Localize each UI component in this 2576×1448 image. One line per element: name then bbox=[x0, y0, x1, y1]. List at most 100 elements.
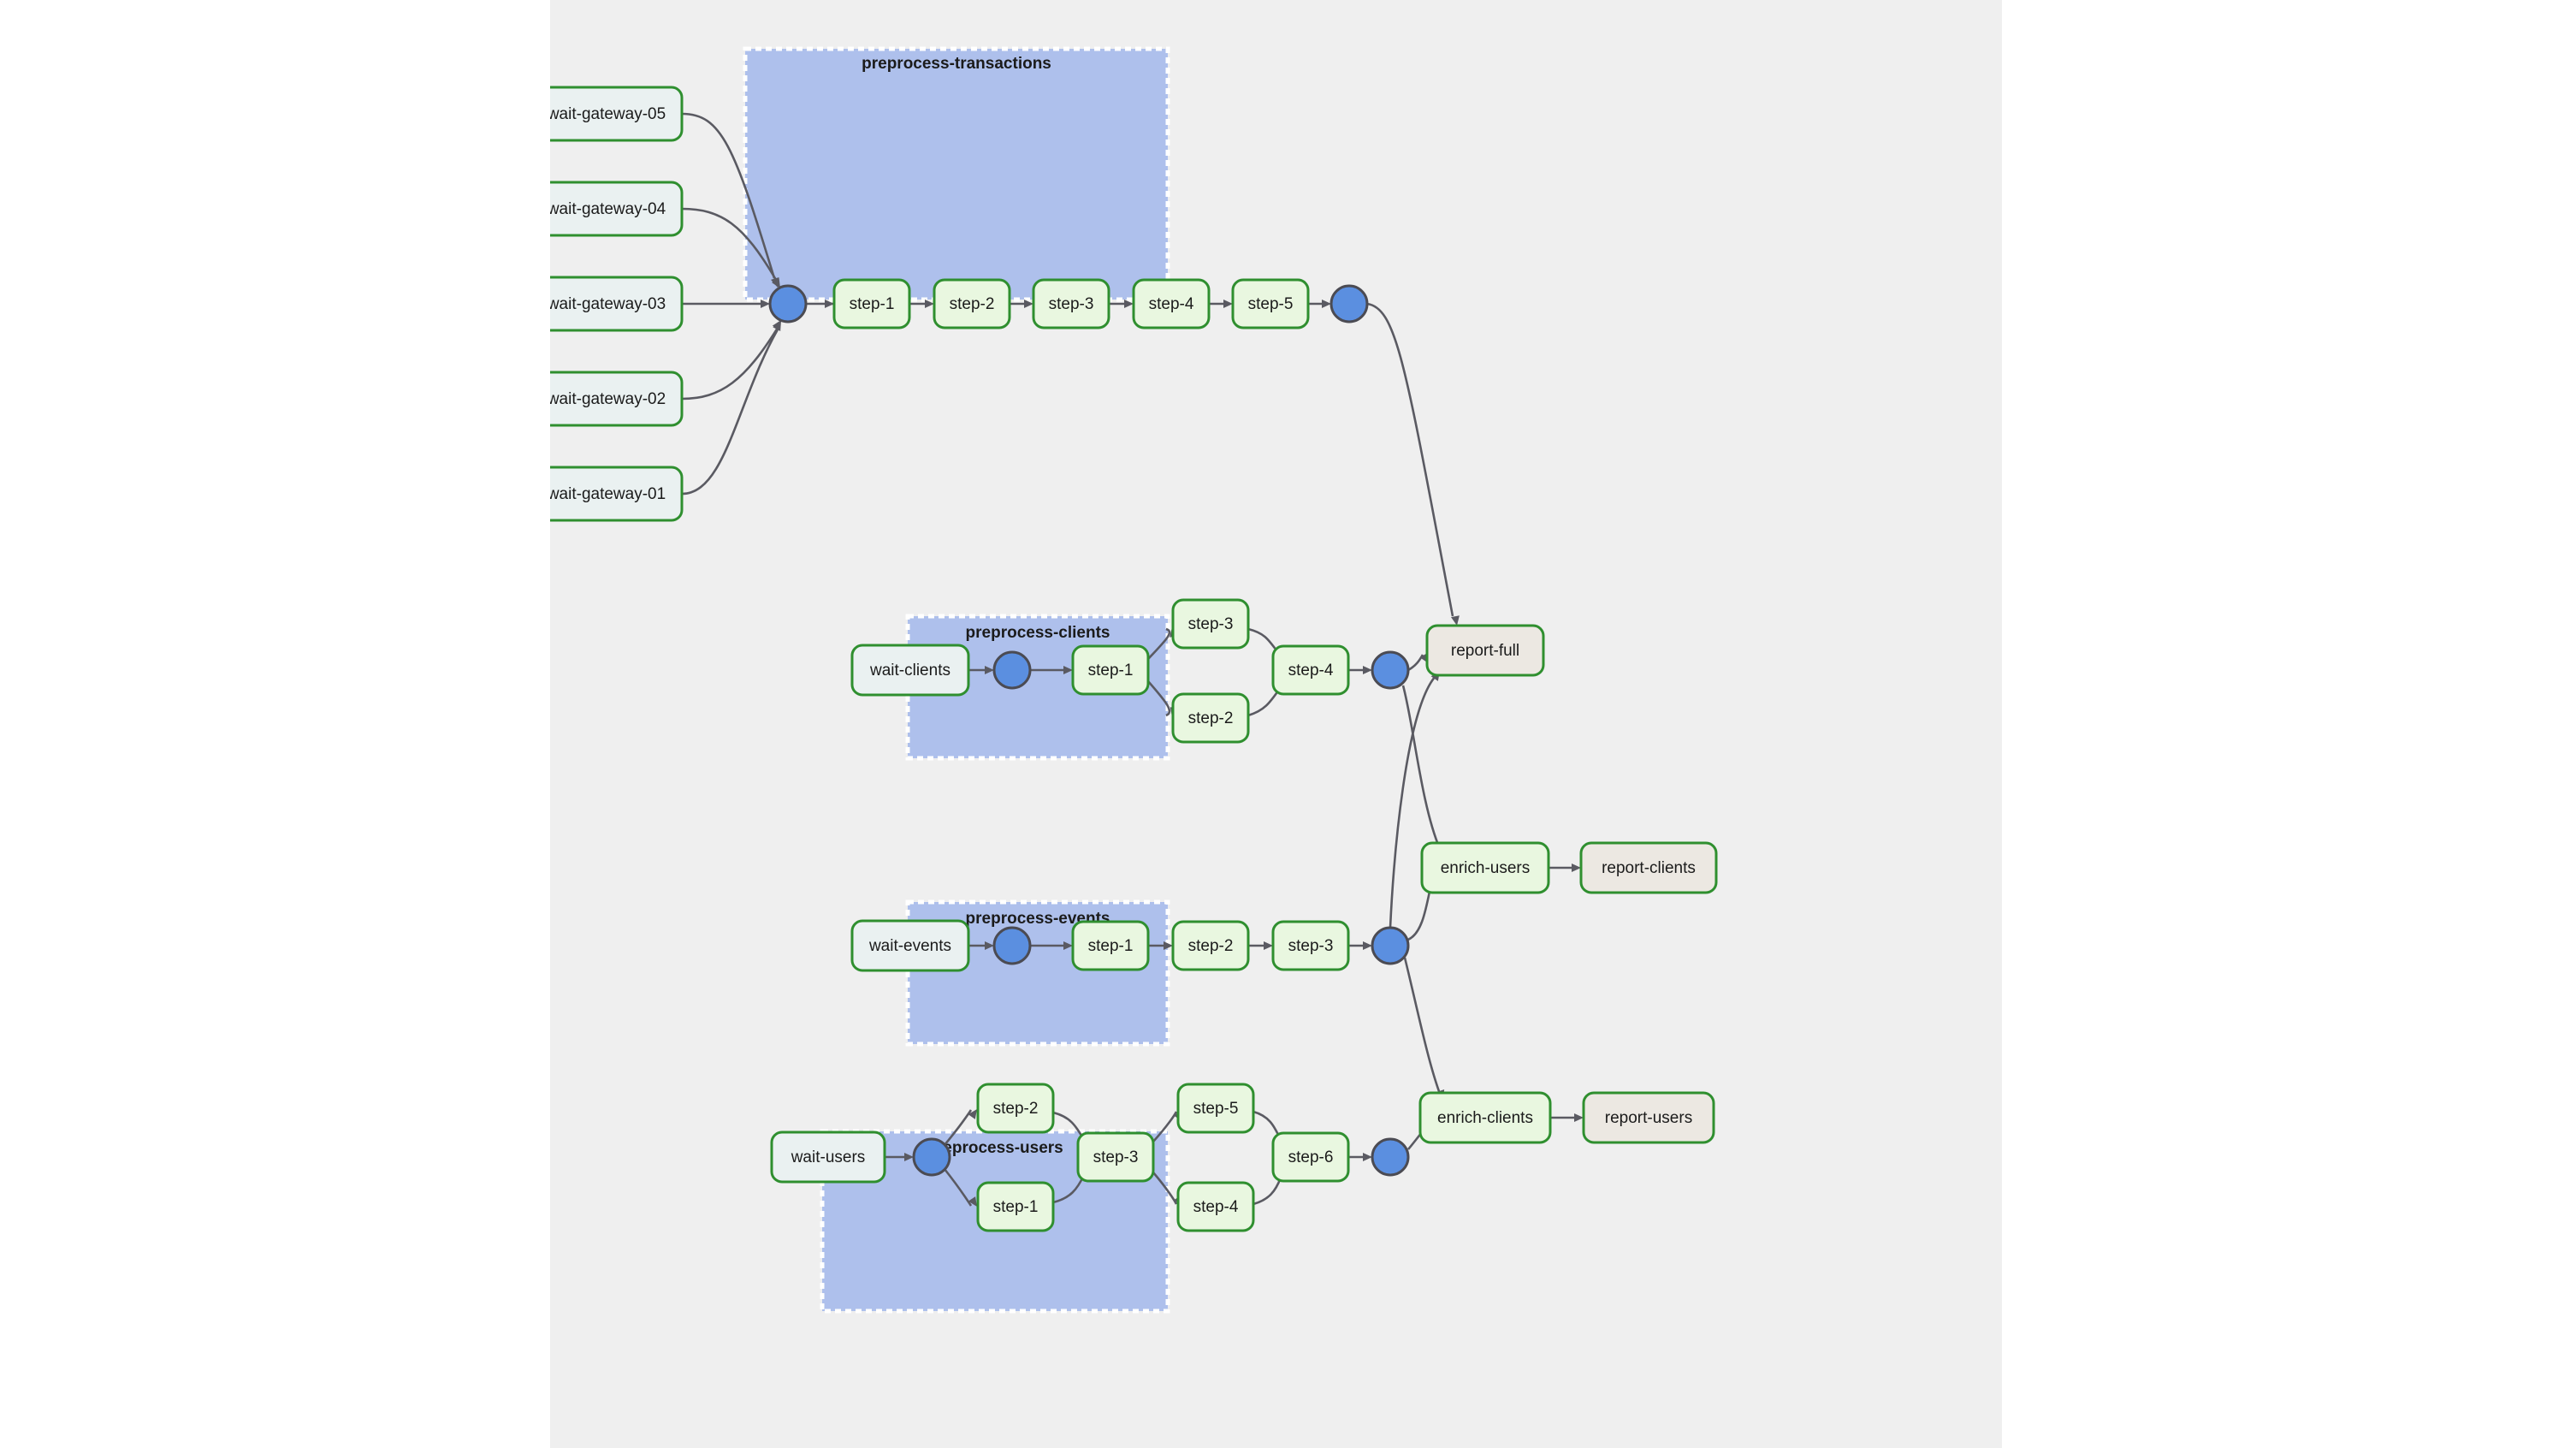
node-box[interactable] bbox=[1071, 644, 1150, 696]
node-label: step-2 bbox=[950, 295, 995, 313]
junction-circle[interactable] bbox=[992, 650, 1032, 690]
node-label: step-4 bbox=[1149, 295, 1194, 313]
node-wait-clients[interactable]: wait-clients bbox=[850, 644, 970, 697]
edge bbox=[885, 1153, 914, 1161]
node-us-out[interactable] bbox=[1371, 1137, 1410, 1177]
node-box[interactable] bbox=[1071, 920, 1150, 971]
node-cl-step-1[interactable]: step-1 bbox=[1071, 644, 1150, 696]
node-tx-join[interactable] bbox=[768, 284, 808, 323]
edge bbox=[1308, 300, 1331, 308]
node-report-users[interactable]: report-users bbox=[1582, 1091, 1715, 1144]
node-box[interactable] bbox=[933, 278, 1011, 329]
edge-line bbox=[1403, 957, 1442, 1095]
node-box[interactable] bbox=[1176, 1083, 1255, 1134]
node-cl-join[interactable] bbox=[992, 650, 1032, 690]
node-box[interactable] bbox=[1176, 1181, 1255, 1232]
node-box[interactable] bbox=[1582, 1091, 1715, 1144]
node-box[interactable] bbox=[1032, 278, 1110, 329]
node-box[interactable] bbox=[1171, 598, 1250, 650]
node-enrich-users[interactable]: enrich-users bbox=[1420, 841, 1550, 894]
node-box[interactable] bbox=[850, 919, 970, 972]
node-box[interactable] bbox=[550, 86, 684, 142]
node-report-full[interactable]: report-full bbox=[1425, 624, 1545, 677]
junction-circle[interactable] bbox=[1371, 926, 1410, 965]
node-tx-step-4[interactable]: step-4 bbox=[1132, 278, 1211, 329]
edge-line bbox=[681, 329, 779, 496]
edge-arrowhead bbox=[904, 1153, 914, 1161]
node-box[interactable] bbox=[1271, 1131, 1350, 1183]
junction-circle[interactable] bbox=[1329, 284, 1369, 323]
junction-circle[interactable] bbox=[912, 1137, 951, 1177]
node-label: step-5 bbox=[1248, 295, 1294, 313]
edge bbox=[1549, 863, 1581, 872]
node-box[interactable] bbox=[976, 1181, 1055, 1232]
node-us-join[interactable] bbox=[912, 1137, 951, 1177]
edge-line bbox=[943, 1109, 973, 1146]
node-cl-step-3[interactable]: step-3 bbox=[1171, 598, 1250, 650]
node-us-step-1[interactable]: step-1 bbox=[976, 1181, 1055, 1232]
junction-circle[interactable] bbox=[768, 284, 808, 323]
node-box[interactable] bbox=[1418, 1091, 1552, 1144]
node-box[interactable] bbox=[976, 1083, 1055, 1134]
node-box[interactable] bbox=[1271, 644, 1350, 696]
node-box[interactable] bbox=[550, 466, 684, 522]
edge-arrowhead bbox=[1363, 1153, 1372, 1161]
node-us-step-6[interactable]: step-6 bbox=[1271, 1131, 1350, 1183]
node-enrich-clients[interactable]: enrich-clients bbox=[1418, 1091, 1552, 1144]
node-cl-step-4[interactable]: step-4 bbox=[1271, 644, 1350, 696]
node-wait-gateway-03[interactable]: wait-gateway-03 bbox=[550, 276, 684, 332]
node-tx-step-3[interactable]: step-3 bbox=[1032, 278, 1110, 329]
node-ev-step-3[interactable]: step-3 bbox=[1271, 920, 1350, 971]
edge-line bbox=[1401, 685, 1442, 850]
node-box[interactable] bbox=[1171, 692, 1250, 744]
node-tx-out[interactable] bbox=[1329, 284, 1369, 323]
node-box[interactable] bbox=[1171, 920, 1250, 971]
junction-circle[interactable] bbox=[1371, 650, 1410, 690]
node-ev-step-2[interactable]: step-2 bbox=[1171, 920, 1250, 971]
node-wait-gateway-02[interactable]: wait-gateway-02 bbox=[550, 371, 684, 427]
node-tx-step-2[interactable]: step-2 bbox=[933, 278, 1011, 329]
node-box[interactable] bbox=[1132, 278, 1211, 329]
edge-arrowhead bbox=[985, 666, 994, 674]
node-tx-step-5[interactable]: step-5 bbox=[1231, 278, 1310, 329]
edge bbox=[1348, 941, 1372, 950]
node-wait-gateway-04[interactable]: wait-gateway-04 bbox=[550, 181, 684, 237]
node-box[interactable] bbox=[550, 276, 684, 332]
node-box[interactable] bbox=[1420, 841, 1550, 894]
edge bbox=[943, 1109, 977, 1146]
node-box[interactable] bbox=[850, 644, 970, 697]
node-box[interactable] bbox=[832, 278, 911, 329]
node-tx-step-1[interactable]: step-1 bbox=[832, 278, 911, 329]
junction-circle[interactable] bbox=[992, 926, 1032, 965]
node-ev-join[interactable] bbox=[992, 926, 1032, 965]
node-box[interactable] bbox=[1076, 1131, 1155, 1183]
node-label: step-5 bbox=[1193, 1100, 1239, 1118]
node-box[interactable] bbox=[1425, 624, 1545, 677]
node-wait-users[interactable]: wait-users bbox=[770, 1131, 886, 1184]
edge bbox=[681, 207, 780, 288]
node-box[interactable] bbox=[550, 181, 684, 237]
node-cl-out[interactable] bbox=[1371, 650, 1410, 690]
node-wait-events[interactable]: wait-events bbox=[850, 919, 970, 972]
node-label: wait-clients bbox=[869, 662, 950, 679]
edge-line bbox=[681, 112, 776, 279]
node-cl-step-2[interactable]: step-2 bbox=[1171, 692, 1250, 744]
node-box[interactable] bbox=[770, 1131, 886, 1184]
node-wait-gateway-01[interactable]: wait-gateway-01 bbox=[550, 466, 684, 522]
node-report-clients[interactable]: report-clients bbox=[1579, 841, 1718, 894]
node-box[interactable] bbox=[1271, 920, 1350, 971]
node-us-step-3[interactable]: step-3 bbox=[1076, 1131, 1155, 1183]
node-box[interactable] bbox=[1579, 841, 1718, 894]
node-label: step-3 bbox=[1188, 615, 1234, 633]
node-ev-step-1[interactable]: step-1 bbox=[1071, 920, 1150, 971]
node-us-step-5[interactable]: step-5 bbox=[1176, 1083, 1255, 1134]
edge-arrowhead bbox=[1572, 863, 1581, 872]
node-us-step-4[interactable]: step-4 bbox=[1176, 1181, 1255, 1232]
node-box[interactable] bbox=[550, 371, 684, 427]
node-us-step-2[interactable]: step-2 bbox=[976, 1083, 1055, 1134]
node-box[interactable] bbox=[1231, 278, 1310, 329]
node-wait-gateway-05[interactable]: wait-gateway-05 bbox=[550, 86, 684, 142]
node-ev-out[interactable] bbox=[1371, 926, 1410, 965]
node-label: step-1 bbox=[993, 1198, 1039, 1216]
junction-circle[interactable] bbox=[1371, 1137, 1410, 1177]
